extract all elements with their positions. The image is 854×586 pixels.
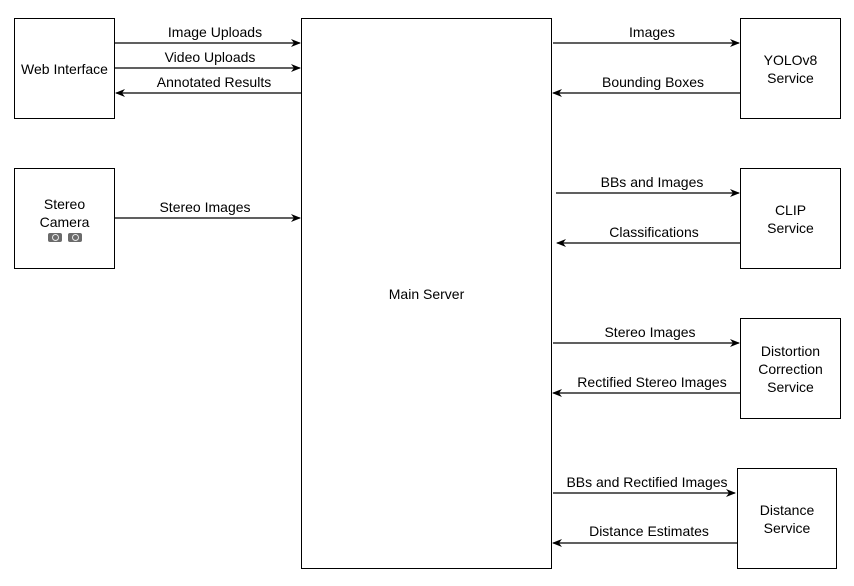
clip-service-node: CLIP Service [740, 168, 841, 269]
node-label: Distance [759, 501, 815, 518]
node-label: Camera [39, 214, 90, 230]
node-label: YOLOv8 [763, 51, 818, 68]
edge-label-images-to-yolo: Images [629, 24, 675, 40]
node-label: Service [767, 378, 814, 395]
node-label: Web Interface [21, 60, 108, 77]
edge-label-image-uploads: Image Uploads [167, 24, 263, 40]
node-label: Stereo [43, 196, 86, 212]
edge-label-stereo-images-in: Stereo Images [159, 199, 251, 215]
node-label: Service [767, 69, 814, 86]
edge-label-distance-estimates: Distance Estimates [589, 523, 709, 539]
node-label: Service [767, 219, 814, 236]
edge-label-rectified-stereo-images: Rectified Stereo Images [577, 374, 727, 390]
stereo-camera-node: Stereo Camera [14, 168, 115, 269]
edge-label-stereo-images-out: Stereo Images [604, 324, 696, 340]
distance-service-node: Distance Service [737, 468, 837, 569]
node-label: CLIP [774, 201, 807, 218]
edge-label-annotated-results: Annotated Results [156, 74, 272, 90]
edge-label-video-uploads: Video Uploads [164, 49, 256, 65]
edge-label-bbs-and-rectified-images: BBs and Rectified Images [566, 474, 728, 490]
yolo-service-node: YOLOv8 Service [740, 18, 841, 119]
distortion-correction-service-node: Distortion Correction Service [740, 318, 841, 419]
node-label: Main Server [388, 285, 465, 302]
edge-label-bbs-and-images: BBs and Images [600, 174, 704, 190]
edge-label-classifications: Classifications [609, 224, 699, 240]
node-label: Distortion [760, 342, 821, 359]
node-label: Correction [758, 360, 823, 377]
edge-label-bounding-boxes: Bounding Boxes [602, 74, 704, 90]
camera-icons [47, 233, 82, 242]
main-server-node: Main Server [301, 18, 552, 569]
camera-icon [47, 233, 62, 242]
camera-icon [67, 233, 82, 242]
node-label: Service [763, 519, 811, 536]
web-interface-node: Web Interface [14, 18, 115, 119]
